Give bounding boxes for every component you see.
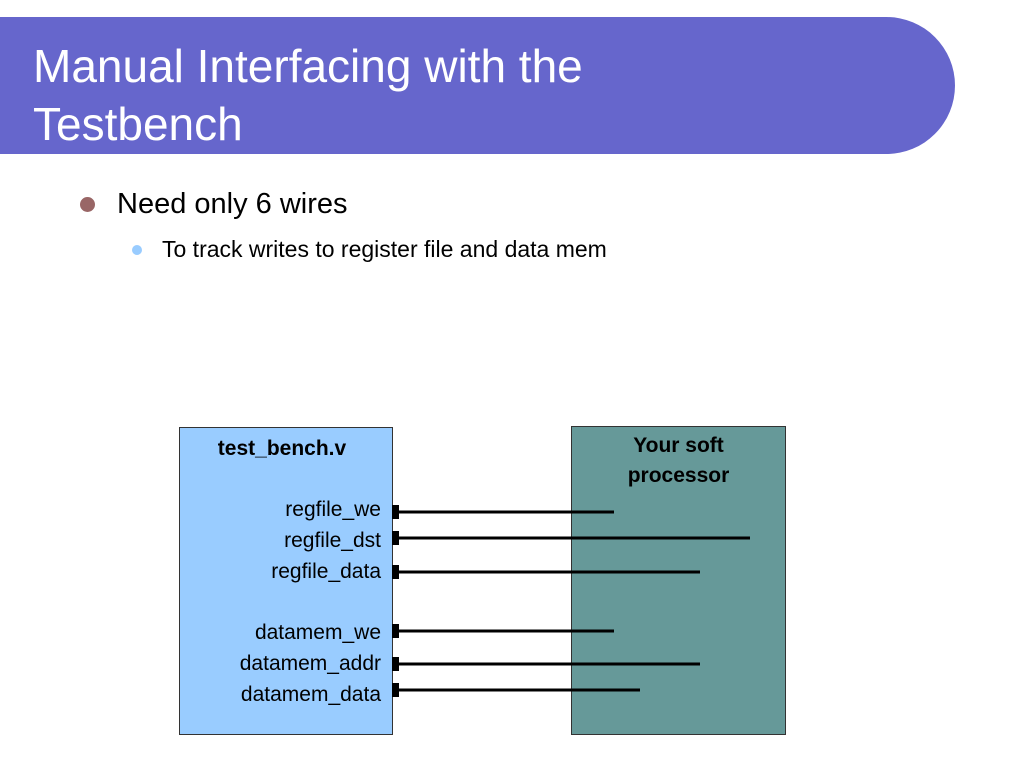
bullet-level1: Need only 6 wires bbox=[80, 188, 348, 221]
bullet-level2: To track writes to register file and dat… bbox=[132, 236, 607, 263]
wire-regfile-we bbox=[392, 505, 614, 519]
sub-bullet-dot-icon bbox=[132, 244, 142, 255]
bullet-text: Need only 6 wires bbox=[117, 188, 348, 220]
signal-label-regfile-data: regfile_data bbox=[271, 560, 381, 583]
testbench-title: test_bench.v bbox=[217, 437, 347, 460]
wire-datamem-we bbox=[392, 624, 614, 638]
signal-label-datamem-data: datamem_data bbox=[240, 683, 381, 706]
wire-datamem-data bbox=[392, 683, 640, 697]
signal-label-datamem-we: datamem_we bbox=[254, 621, 381, 644]
wire-regfile-dst bbox=[392, 531, 750, 545]
title-bar: Manual Interfacing with the Testbench bbox=[0, 17, 955, 154]
processor-title: Your soft processor bbox=[627, 434, 730, 487]
bullet-dot-icon bbox=[80, 197, 95, 212]
signal-label-regfile-we: regfile_we bbox=[285, 498, 381, 521]
signal-label-datamem-addr: datamem_addr bbox=[239, 652, 381, 675]
wire-datamem-addr bbox=[392, 657, 700, 671]
slide-title: Manual Interfacing with the Testbench bbox=[33, 40, 583, 150]
processor-box: Your soft processor bbox=[571, 426, 786, 735]
sub-bullet-text: To track writes to register file and dat… bbox=[162, 236, 607, 262]
wire-regfile-data bbox=[392, 565, 700, 579]
testbench-box: test_bench.v bbox=[179, 427, 393, 735]
signal-label-regfile-dst: regfile_dst bbox=[284, 529, 381, 552]
